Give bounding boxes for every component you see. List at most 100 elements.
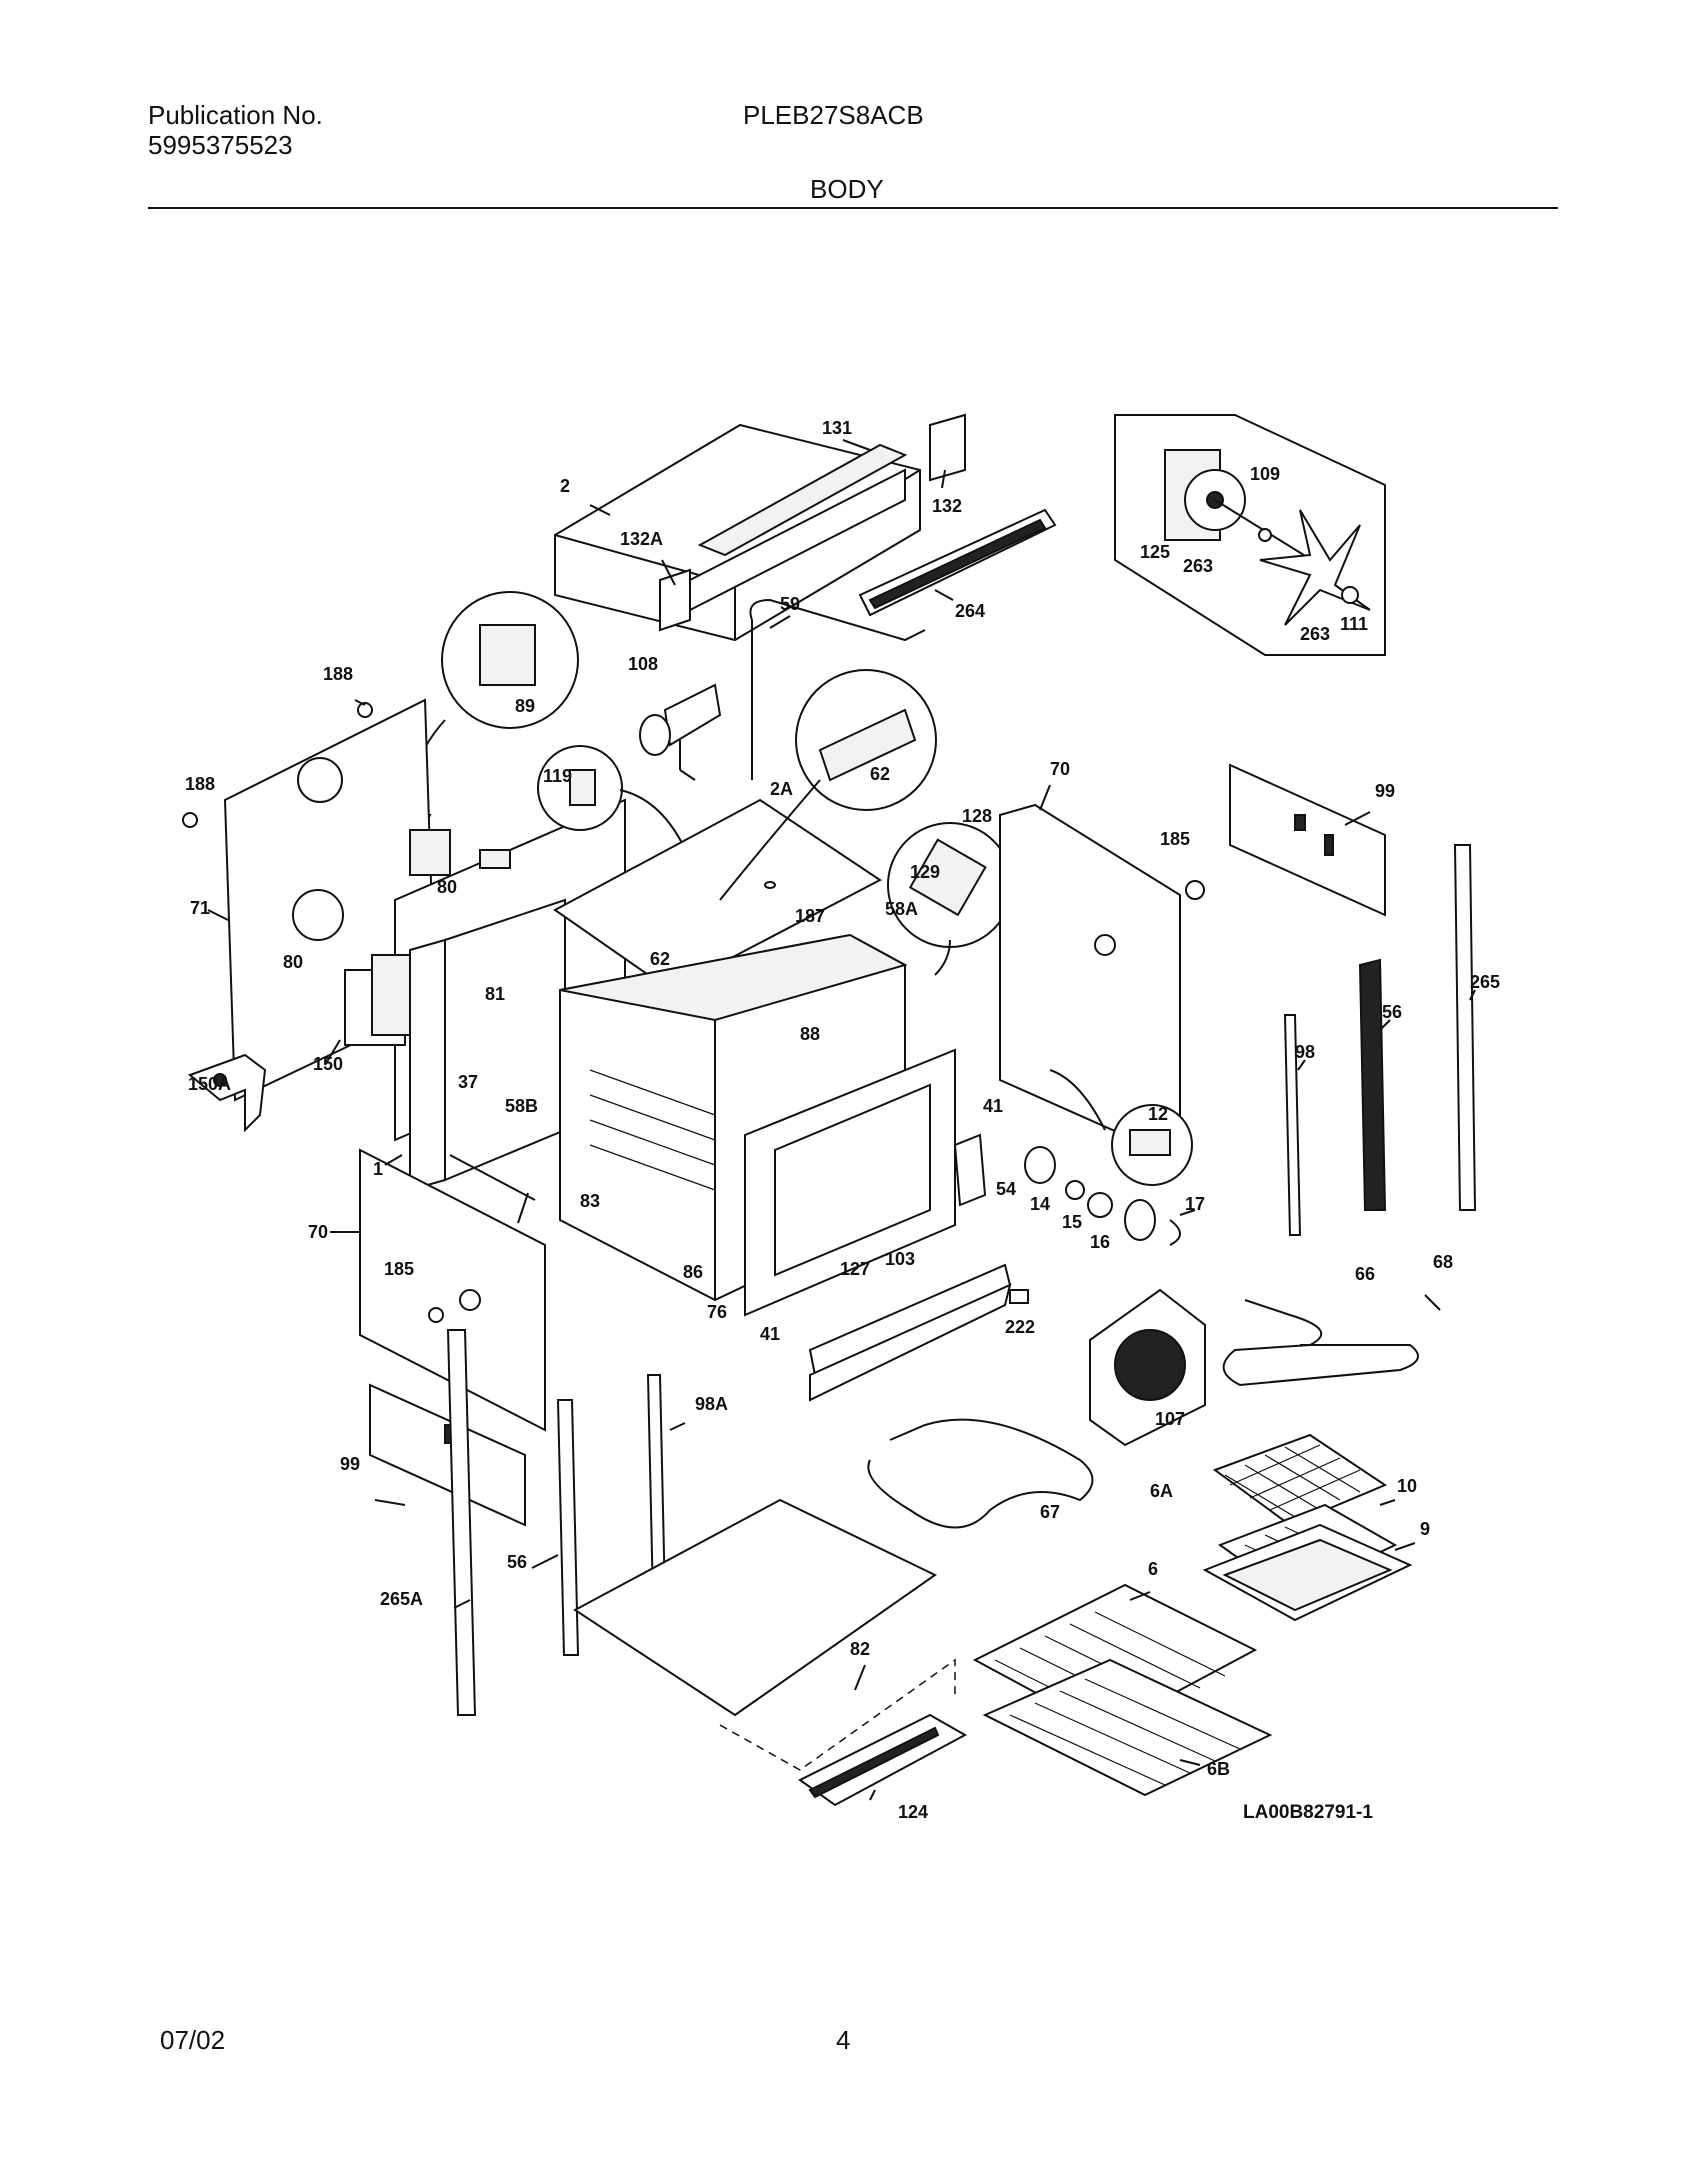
section-title: BODY (810, 174, 884, 204)
part-label: 124 (898, 1802, 928, 1822)
pan-9-part (1202, 1523, 1413, 1622)
part-label: 12 (1148, 1104, 1168, 1124)
detail-12-inset (1049, 1069, 1193, 1186)
part-label: 56 (507, 1552, 527, 1572)
part-label: 62 (650, 949, 670, 969)
part-label: 14 (1030, 1194, 1050, 1214)
part-label: 119 (543, 766, 572, 786)
part-label: 56 (1382, 1002, 1402, 1022)
part-label: 2A (770, 779, 793, 799)
part-label: 127 (840, 1259, 870, 1279)
part-label: 132A (620, 529, 663, 549)
front-frame-part (744, 1048, 956, 1317)
part-label: 37 (458, 1072, 478, 1092)
part-label: 1 (373, 1159, 383, 1179)
part-label: 222 (1005, 1317, 1035, 1337)
part-label: 264 (955, 601, 985, 621)
top-plate-2a-part (553, 798, 882, 992)
board-99-part (1229, 763, 1386, 917)
rail-56b-part (556, 1399, 580, 1656)
part-label: 70 (308, 1222, 328, 1242)
part-label: 76 (707, 1302, 727, 1322)
bracket-132-part (929, 413, 966, 482)
part-label: 88 (800, 1024, 820, 1044)
part-label: 80 (437, 877, 457, 897)
dashed-guide (719, 1658, 956, 1771)
bracket-41-part (953, 1133, 987, 1207)
model-number: PLEB27S8ACB (743, 100, 924, 130)
rack-6b-part (982, 1658, 1273, 1797)
publication-label: Publication No. (148, 100, 323, 130)
convection-cover-107-part (1089, 1288, 1206, 1447)
nut-185-part (1185, 880, 1205, 900)
broil-rack-6a-part (1212, 1433, 1388, 1527)
part-label: 6 (1148, 1559, 1158, 1579)
part-label: 103 (885, 1249, 915, 1269)
part-label: 187 (795, 906, 825, 926)
bracket-150a-part (188, 1053, 267, 1133)
detail-62-inset (719, 669, 937, 901)
part-label: 263 (1183, 556, 1213, 576)
part-label: 83 (580, 1191, 600, 1211)
part-label: 17 (1185, 1194, 1205, 1214)
part-label: 86 (683, 1262, 703, 1282)
part-label: 81 (485, 984, 505, 1004)
part-label: 6B (1207, 1759, 1230, 1779)
nut-185b-part (428, 1307, 444, 1323)
part-label: 265 (1470, 972, 1500, 992)
part-label: 150 (313, 1054, 343, 1074)
rail-56-part (1358, 958, 1387, 1211)
fan-motor-inset (1114, 414, 1386, 656)
part-label: 82 (850, 1639, 870, 1659)
rear-panel-70-part (999, 803, 1181, 1162)
leader-lines (207, 439, 1476, 1801)
part-label: 9 (1420, 1519, 1430, 1539)
wire-37-part (449, 1154, 536, 1201)
drawing-code: LA00B82791-1 (1243, 1802, 1373, 1823)
vent-264-part (858, 508, 1057, 617)
part-label: 107 (1155, 1409, 1185, 1429)
part-label: 185 (384, 1259, 414, 1279)
part-label: 67 (1040, 1502, 1060, 1522)
part-label: 150A (188, 1074, 231, 1094)
part-label: 188 (323, 664, 353, 684)
part-label: 99 (1375, 781, 1395, 801)
element-67-part (867, 1418, 1094, 1529)
part-label: 89 (515, 696, 535, 716)
part-label: 68 (1433, 1252, 1453, 1272)
part-label: 263 (1300, 624, 1330, 644)
part-label: 125 (1140, 542, 1170, 562)
bottom-plate-82-part (573, 1498, 937, 1717)
element-66-part (1222, 1299, 1419, 1387)
part-label: 188 (185, 774, 215, 794)
part-label: 6A (1150, 1481, 1173, 1501)
part-label: 111 (1340, 614, 1368, 634)
part-label: 99 (340, 1454, 360, 1474)
part-label: 108 (628, 654, 658, 674)
part-label: 59 (780, 594, 800, 614)
nut-188-part (357, 702, 373, 718)
publication-number: 5995375523 (148, 130, 293, 160)
part-label: 15 (1062, 1212, 1082, 1232)
fan-108-part (639, 683, 722, 781)
part-label: 41 (760, 1324, 780, 1344)
part-label: 98A (695, 1394, 728, 1414)
part-label: 54 (996, 1179, 1016, 1199)
part-label: 62 (870, 764, 890, 784)
rail-98-part (1283, 1014, 1302, 1236)
panel-1-part (409, 898, 566, 1192)
part-label: 16 (1090, 1232, 1110, 1252)
rear-panel-70b-part (359, 1148, 546, 1432)
detail-89-inset (408, 591, 579, 838)
part-label: 128 (962, 806, 992, 826)
top-housing-part (554, 423, 921, 642)
part-label: 71 (190, 898, 210, 918)
part-label: 132 (932, 496, 962, 516)
part-label: 66 (1355, 1264, 1375, 1284)
page-number: 4 (836, 2025, 851, 2055)
detail-128-inset (887, 822, 1013, 976)
panel-103-part (808, 1263, 1012, 1402)
rail-265-part (1453, 844, 1477, 1211)
detail-119-inset (537, 745, 691, 861)
